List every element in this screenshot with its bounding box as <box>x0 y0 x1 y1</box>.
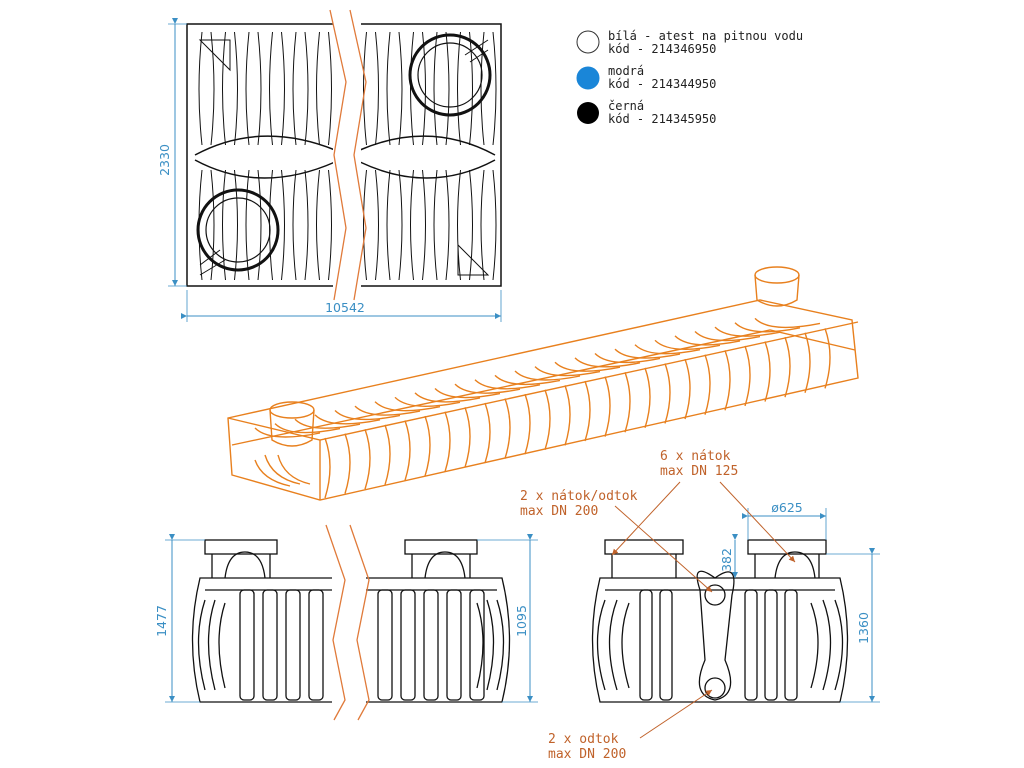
legend-name: modrá <box>608 64 644 78</box>
callout-line-1: 2 x nátok/odtok <box>520 489 638 504</box>
dim-label-10542: 10542 <box>325 300 365 315</box>
dim-label-382: 382 <box>719 548 734 572</box>
legend-item-black: černá kód - 214345950 <box>577 99 716 126</box>
dimension-end-dome: 382 <box>719 534 738 578</box>
callout-inlets-6: 6 x nátok max DN 125 <box>611 449 796 563</box>
legend-item-blue: modrá kód - 214344950 <box>576 64 716 91</box>
callout-line-1: 6 x nátok <box>660 449 731 464</box>
dim-label-1360: 1360 <box>856 612 871 644</box>
legend-name: černá <box>608 99 644 113</box>
top-dome-ring-left <box>196 188 280 272</box>
isometric-tank <box>227 266 859 501</box>
legend-name: bílá - atest na pitnou vodu <box>608 29 803 43</box>
legend-code: kód - 214346950 <box>608 42 716 56</box>
callout-line-2: max DN 125 <box>660 464 738 479</box>
top-dome-ring-right <box>408 33 492 117</box>
dimension-top-width: 10542 <box>181 290 502 322</box>
dim-label-diameter: ø625 <box>771 500 803 515</box>
dim-label-2330: 2330 <box>157 144 172 176</box>
color-legend: bílá - atest na pitnou vodu kód - 214346… <box>576 29 803 126</box>
callout-inlet-outlet-2: 2 x nátok/odtok max DN 200 <box>520 489 713 593</box>
side-view-ribs <box>239 589 485 701</box>
dimension-dome-diameter: ø625 <box>742 500 827 540</box>
legend-code: kód - 214344950 <box>608 77 716 91</box>
callout-line-1: 2 x odtok <box>548 732 619 747</box>
dimension-end-total: 1360 <box>826 548 880 703</box>
side-view <box>191 524 511 721</box>
isometric-ribs <box>254 317 831 499</box>
callout-line-2: max DN 200 <box>548 747 626 762</box>
callout-line-2: max DN 200 <box>520 504 598 519</box>
dim-label-1095: 1095 <box>514 605 529 637</box>
end-view-ribs <box>639 589 798 701</box>
legend-item-white: bílá - atest na pitnou vodu kód - 214346… <box>576 29 803 56</box>
dimension-side-total: 1477 <box>154 534 205 703</box>
dimension-top-height: 2330 <box>157 18 187 287</box>
dim-label-1477: 1477 <box>154 605 169 637</box>
top-view <box>186 9 502 301</box>
callout-outlets-2: 2 x odtok max DN 200 <box>548 689 713 762</box>
legend-code: kód - 214345950 <box>608 112 716 126</box>
dimension-side-body: 1095 <box>477 534 538 703</box>
